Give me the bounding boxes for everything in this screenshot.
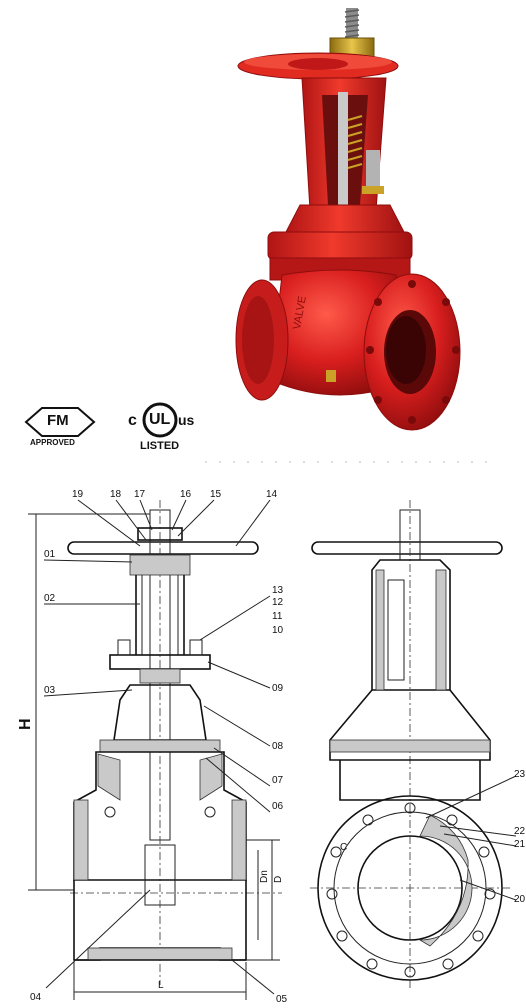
svg-text:C: C <box>340 842 347 853</box>
callout-09: 09 <box>272 683 284 694</box>
ul-listed-logo: c UL us LISTED <box>118 400 206 456</box>
ul-mark: UL <box>149 411 171 428</box>
callout-22: 22 <box>514 826 526 837</box>
callout-11: 11 <box>272 611 283 622</box>
fm-diamond-icon <box>24 407 96 437</box>
callout-10: 10 <box>272 625 284 636</box>
callout-02: 02 <box>44 593 56 604</box>
bonnet <box>267 204 413 281</box>
callout-03: 03 <box>44 685 56 696</box>
ul-left: c <box>128 412 137 429</box>
callout-15: 15 <box>210 489 222 500</box>
ul-right: us <box>178 412 195 428</box>
side-leader-lines <box>425 775 517 901</box>
ul-circle-icon <box>142 402 178 438</box>
technical-drawing: C 19 18 17 16 15 14 01 02 03 13 12 11 10… <box>17 489 526 1005</box>
left-flange <box>235 279 289 401</box>
callout-05: 05 <box>276 994 288 1005</box>
length-label: L <box>158 980 164 991</box>
front-leader-lines <box>43 499 275 995</box>
svg-text:VALVE: VALVE <box>291 295 309 330</box>
callout-01: 01 <box>44 549 56 560</box>
callout-07: 07 <box>272 775 284 786</box>
callout-19: 19 <box>72 489 84 500</box>
callouts-side: 23 22 21 20 <box>514 769 526 905</box>
d-label: D <box>273 876 284 883</box>
handwheel <box>237 52 399 80</box>
callout-23: 23 <box>514 769 526 780</box>
callout-20: 20 <box>514 894 526 905</box>
stem-thread <box>344 8 360 44</box>
dn-label: Dn <box>259 870 270 883</box>
callout-04: 04 <box>30 992 42 1003</box>
fm-mark: FM <box>47 412 69 429</box>
callout-12: 12 <box>272 597 284 608</box>
yoke <box>301 77 387 217</box>
valve-photo: VALVE <box>205 8 495 463</box>
callout-08: 08 <box>272 741 284 752</box>
ul-caption: LISTED <box>140 440 180 452</box>
callout-14: 14 <box>266 489 278 500</box>
height-label: H <box>17 718 34 730</box>
side-view: C <box>310 500 512 990</box>
front-view <box>28 500 282 1000</box>
callouts-front: 19 18 17 16 15 14 01 02 03 13 12 11 10 0… <box>30 489 288 1005</box>
callout-13: 13 <box>272 585 284 596</box>
right-flange <box>363 273 461 431</box>
callout-16: 16 <box>180 489 192 500</box>
callout-17: 17 <box>134 489 146 500</box>
callout-06: 06 <box>272 801 284 812</box>
fm-approved-logo: FM APPROVED <box>20 400 100 454</box>
fm-caption: APPROVED <box>30 438 75 447</box>
callout-18: 18 <box>110 489 122 500</box>
callout-21: 21 <box>514 839 526 850</box>
